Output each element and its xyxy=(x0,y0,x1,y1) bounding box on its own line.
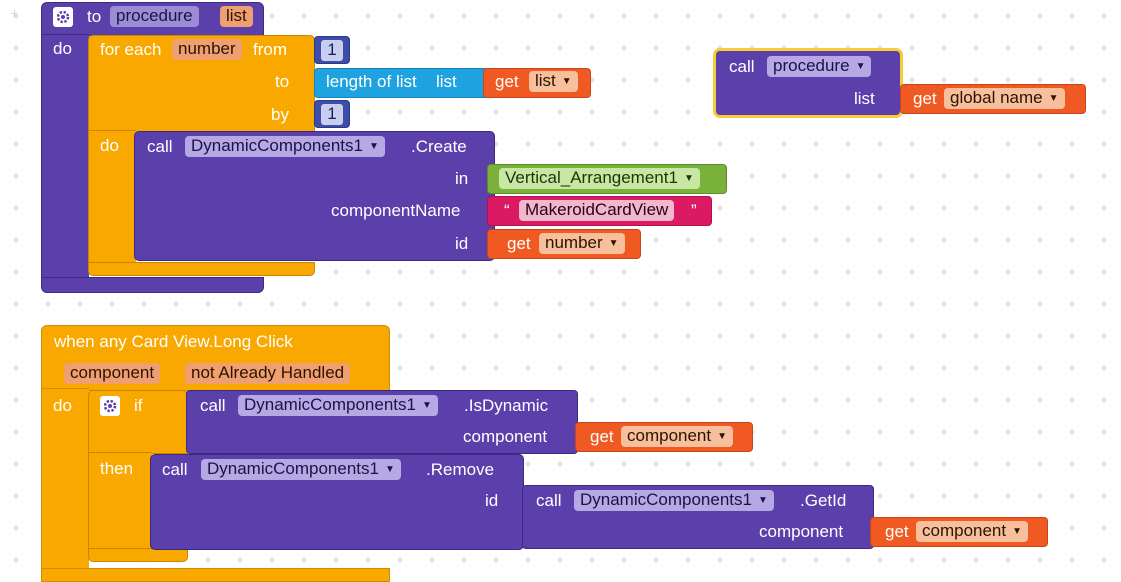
create-id-label: id xyxy=(455,234,469,253)
get-number-dropdown[interactable]: number ▼ xyxy=(539,233,625,254)
isdynamic-component-dropdown[interactable]: DynamicComponents1 ▼ xyxy=(238,395,438,416)
event-handler-body[interactable] xyxy=(41,388,89,580)
create-component-name: DynamicComponents1 xyxy=(191,136,363,155)
event-param-not-handled[interactable]: not Already Handled xyxy=(185,363,351,384)
proc-call-name: procedure xyxy=(773,56,850,75)
create-component-dropdown[interactable]: DynamicComponents1 ▼ xyxy=(185,136,385,157)
isdynamic-method-label: .IsDynamic xyxy=(464,396,549,415)
procedure-do-label: do xyxy=(53,39,72,58)
chevron-down-icon: ▼ xyxy=(368,141,379,152)
component-ref-value: Vertical_Arrangement1 xyxy=(505,168,678,187)
gear-icon[interactable] xyxy=(100,396,120,416)
chevron-down-icon: ▼ xyxy=(608,238,619,249)
chevron-down-icon: ▼ xyxy=(561,76,572,87)
then-label: then xyxy=(100,459,134,478)
getid-component-dropdown[interactable]: DynamicComponents1 ▼ xyxy=(574,490,774,511)
number-by-field[interactable]: 1 xyxy=(321,104,343,125)
create-method-label: .Create xyxy=(411,137,467,156)
isdynamic-component-name: DynamicComponents1 xyxy=(244,395,416,414)
get-component-label-1: get xyxy=(590,427,614,446)
for-each-do-label: do xyxy=(100,136,119,155)
chevron-down-icon: ▼ xyxy=(757,495,768,506)
chevron-down-icon: ▼ xyxy=(855,61,866,72)
for-each-from-label: from xyxy=(253,40,287,59)
get-component-dropdown-2[interactable]: component ▼ xyxy=(916,521,1029,542)
get-component-dropdown-1[interactable]: component ▼ xyxy=(621,426,734,447)
string-open-quote: “ xyxy=(504,201,510,220)
remove-id-label: id xyxy=(485,491,499,510)
procedure-param-list[interactable]: list xyxy=(220,6,253,27)
gear-icon[interactable] xyxy=(53,7,73,27)
for-each-label: for each xyxy=(100,40,162,59)
create-in-label: in xyxy=(455,169,469,188)
component-ref-dropdown[interactable]: Vertical_Arrangement1 ▼ xyxy=(499,168,700,189)
get-component-var-1: component xyxy=(627,426,712,445)
chevron-down-icon: ▼ xyxy=(1048,93,1059,104)
create-componentname-label: componentName xyxy=(331,201,461,220)
for-each-body[interactable] xyxy=(88,130,136,270)
procedure-definition-body[interactable] xyxy=(41,34,89,282)
remove-call-label: call xyxy=(162,460,188,479)
remove-component-dropdown[interactable]: DynamicComponents1 ▼ xyxy=(201,459,401,480)
chevron-down-icon: ▼ xyxy=(384,464,395,475)
length-of-list-arg-label: list xyxy=(436,72,457,91)
chevron-down-icon: ▼ xyxy=(683,173,694,184)
get-component-label-2: get xyxy=(885,522,909,541)
chevron-down-icon: ▼ xyxy=(717,431,728,442)
get-number-var: number xyxy=(545,233,603,252)
if-footer[interactable] xyxy=(88,548,188,562)
getid-method-label: .GetId xyxy=(800,491,847,510)
event-title: when any Card View.Long Click xyxy=(54,332,293,351)
get-global-name-dropdown[interactable]: global name ▼ xyxy=(944,88,1065,109)
number-from-field[interactable]: 1 xyxy=(321,40,343,61)
chevron-down-icon: ▼ xyxy=(421,400,432,411)
get-list-label: get xyxy=(495,72,519,91)
get-list-dropdown[interactable]: list ▼ xyxy=(529,71,578,92)
for-each-to-label: to xyxy=(275,72,290,91)
get-global-name-label: get xyxy=(913,89,937,108)
if-label: if xyxy=(134,396,143,415)
procedure-to-label: to xyxy=(87,7,102,26)
string-value-field[interactable]: MakeroidCardView xyxy=(519,200,675,221)
isdynamic-call-label: call xyxy=(200,396,226,415)
event-do-label: do xyxy=(53,396,72,415)
get-global-name-var: global name xyxy=(950,88,1043,107)
procedure-name-field[interactable]: procedure xyxy=(110,6,199,27)
length-of-list-label: length of list xyxy=(326,72,417,91)
getid-component-name: DynamicComponents1 xyxy=(580,490,752,509)
create-call-label: call xyxy=(147,137,173,156)
chevron-down-icon: ▼ xyxy=(1012,526,1023,537)
length-of-list-block[interactable] xyxy=(314,68,490,98)
for-each-var-field[interactable]: number xyxy=(172,39,242,60)
event-param-component[interactable]: component xyxy=(64,363,161,384)
for-each-by-label: by xyxy=(271,105,289,124)
getid-call-label: call xyxy=(536,491,562,510)
for-each-footer[interactable] xyxy=(88,262,315,276)
isdynamic-arg-label: component xyxy=(463,427,548,446)
proc-call-name-dropdown[interactable]: procedure ▼ xyxy=(767,56,872,77)
get-number-label: get xyxy=(507,234,531,253)
remove-method-label: .Remove xyxy=(426,460,495,479)
procedure-definition-footer[interactable] xyxy=(41,277,264,293)
remove-component-name: DynamicComponents1 xyxy=(207,459,379,478)
get-component-var-2: component xyxy=(922,521,1007,540)
proc-call-label: call xyxy=(729,57,755,76)
get-list-var: list xyxy=(535,71,556,90)
proc-call-list-label: list xyxy=(854,89,875,108)
string-close-quote: ” xyxy=(691,201,697,220)
getid-arg-label: component xyxy=(759,522,844,541)
